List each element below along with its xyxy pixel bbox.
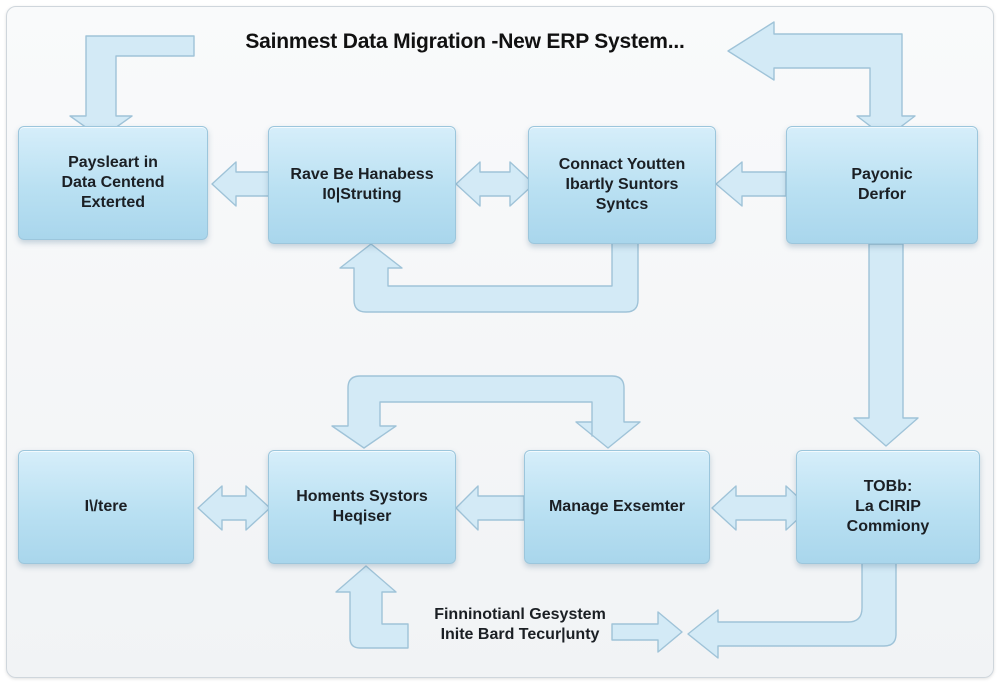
arrow-b7-to-b6-loop bbox=[331, 375, 641, 449]
box-label: Connact Youtten Ibartly Suntors Syntcs bbox=[558, 156, 686, 213]
box-payonic: Payonic Derfor bbox=[786, 126, 978, 244]
box-hanabess: Rave Be Hanabess I0|Struting bbox=[268, 126, 456, 244]
box-manage: Manage Exsemter bbox=[524, 450, 710, 564]
arrow-b2-to-b1 bbox=[211, 161, 271, 207]
box-label: Homents Systors Heqiser bbox=[296, 488, 428, 525]
box-tobb: TOBb: La CIRIP Commiony bbox=[796, 450, 980, 564]
arrow-b7-to-b6 bbox=[455, 485, 525, 531]
box-label: TOBb: La CIRIP Commiony bbox=[846, 478, 930, 535]
arrow-b2-b3-double bbox=[455, 161, 535, 207]
arrow-into-note bbox=[611, 611, 683, 653]
arrow-b8-to-b6-return bbox=[687, 561, 897, 659]
box-connact: Connact Youtten Ibartly Suntors Syntcs bbox=[528, 126, 716, 244]
diagram-title: Sainmest Data Migration -New ERP System.… bbox=[245, 30, 685, 53]
box-label: I\/tere bbox=[84, 498, 128, 515]
box-itere: I\/tere bbox=[18, 450, 194, 564]
box-label: Paysleart in Data Centend Exterted bbox=[61, 154, 165, 211]
box-label: Rave Be Hanabess I0|Struting bbox=[290, 166, 434, 203]
box-homents: Homents Systors Heqiser bbox=[268, 450, 456, 564]
arrow-note-to-b6 bbox=[335, 565, 409, 649]
arrow-b4-to-b8 bbox=[853, 243, 919, 447]
arrow-title-to-b1 bbox=[69, 35, 195, 139]
arrow-b3-to-b2-loop bbox=[339, 241, 639, 313]
box-label: Payonic Derfor bbox=[851, 166, 913, 203]
box-data-center: Paysleart in Data Centend Exterted bbox=[18, 126, 208, 240]
box-label: Manage Exsemter bbox=[548, 498, 686, 515]
arrow-b5-b6-double bbox=[197, 485, 271, 531]
arrow-b4-to-title bbox=[727, 21, 916, 139]
bottom-note: Finninotianl Gesystem Inite Bard Tecur|u… bbox=[434, 606, 606, 643]
arrow-b4-to-b3 bbox=[715, 161, 787, 207]
diagram-frame bbox=[6, 6, 994, 678]
